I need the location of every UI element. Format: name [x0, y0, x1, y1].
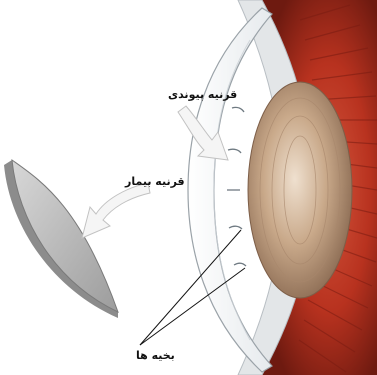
lens — [248, 82, 352, 298]
label-sutures: بخیه ها — [136, 349, 175, 362]
removal-arrow — [82, 183, 150, 238]
label-donor-cornea: قرنیه پیوندی — [168, 88, 237, 101]
label-diseased-cornea: قرنیه بیمار — [124, 175, 185, 188]
